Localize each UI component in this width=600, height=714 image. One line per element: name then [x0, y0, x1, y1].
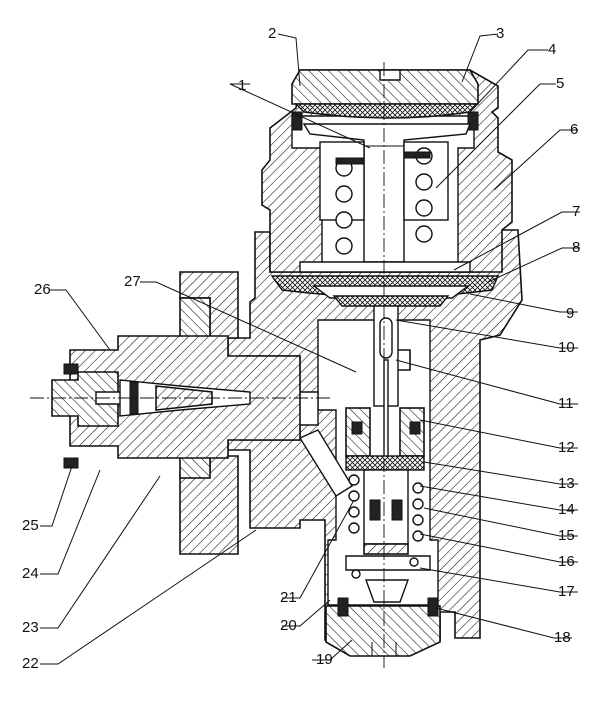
callout-11: 11 [558, 395, 574, 412]
callout-14: 14 [558, 501, 575, 518]
callout-17: 17 [558, 583, 575, 600]
callout-22: 22 [22, 655, 39, 672]
valve-seat [345, 407, 425, 471]
callout-20: 20 [280, 617, 297, 634]
callout-8: 8 [572, 239, 580, 256]
callout-9: 9 [566, 305, 574, 322]
callout-21: 21 [280, 589, 297, 606]
callout-1: 1 [238, 77, 246, 94]
top-cap [291, 69, 479, 105]
callout-13: 13 [558, 475, 575, 492]
callout-16: 16 [558, 553, 575, 570]
callout-23: 23 [22, 619, 39, 636]
callout-labels: 1 2 3 4 5 6 7 8 9 10 11 12 13 14 15 16 1… [22, 25, 580, 672]
callout-4: 4 [548, 41, 556, 58]
callout-10: 10 [558, 339, 575, 356]
bottom-plug [325, 579, 441, 657]
leader-lines [40, 33, 580, 665]
callout-6: 6 [570, 121, 578, 138]
valve-stem [373, 305, 411, 511]
callout-7: 7 [572, 203, 580, 220]
center-lines [30, 62, 385, 668]
callout-24: 24 [22, 565, 39, 582]
upper-diaphragm [291, 103, 479, 131]
callout-26: 26 [34, 281, 51, 298]
callout-2: 2 [268, 25, 276, 42]
callout-5: 5 [556, 75, 564, 92]
callout-25: 25 [22, 517, 39, 534]
main-spring [319, 141, 449, 255]
callout-15: 15 [558, 527, 575, 544]
callout-19: 19 [316, 651, 333, 668]
callout-18: 18 [554, 629, 571, 646]
callout-3: 3 [496, 25, 504, 42]
callout-27: 27 [124, 273, 141, 290]
lower-diaphragm [270, 261, 500, 307]
callout-12: 12 [558, 439, 575, 456]
